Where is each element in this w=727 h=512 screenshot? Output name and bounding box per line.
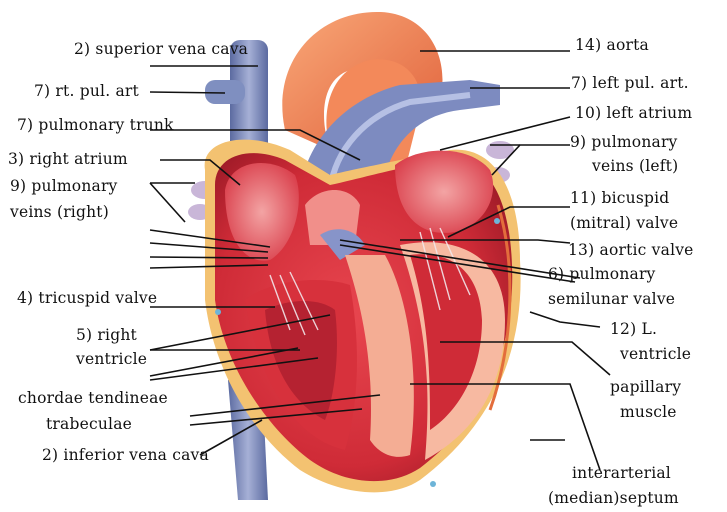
label-pulmonary-veins-right-1: 9) pulmonary [10,177,118,195]
label-left-atrium: 10) left atrium [575,104,692,122]
label-pulmonary-trunk: 7) pulmonary trunk [17,116,174,134]
label-right-atrium: 3) right atrium [8,150,128,168]
coronary-dot [494,218,500,224]
label-pulmonary-veins-right-2: veins (right) [10,203,109,221]
label-pulmonary-semilunar-1: 6) pulmonary [548,265,656,283]
label-aortic-valve: 13) aortic valve [568,241,694,259]
label-pulmonary-veins-left-1: 9) pulmonary [570,133,678,151]
label-left-pul-art: 7) left pul. art. [571,74,689,92]
right-pulmonary-artery-shape [205,80,245,104]
label-tricuspid-valve: 4) tricuspid valve [17,289,157,307]
label-l-ventricle-2: ventricle [620,345,691,363]
label-pulmonary-veins-left-2: veins (left) [592,157,678,175]
label-bicuspid-2: (mitral) valve [570,214,678,232]
label-superior-vena-cava: 2) superior vena cava [74,40,248,58]
label-papillary-2: muscle [620,403,677,421]
label-inferior-vena-cava: 2) inferior vena cava [42,446,209,464]
label-right-ventricle-2: ventricle [76,350,147,368]
label-septum-2: (median)septum [548,489,679,507]
label-right-ventricle-1: 5) right [76,326,137,344]
label-trabeculae: trabeculae [46,415,132,433]
label-aorta: 14) aorta [575,36,649,54]
label-l-ventricle-1: 12) L. [610,320,657,338]
coronary-dot-2 [215,309,221,315]
label-septum-1: interarterial [572,464,671,482]
label-rt-pul-art: 7) rt. pul. art [34,82,139,100]
label-chordae-tendineae: chordae tendineae [18,389,168,407]
label-papillary-1: papillary [610,378,681,396]
label-bicuspid-1: 11) bicuspid [570,189,669,207]
label-pulmonary-semilunar-2: semilunar valve [548,290,675,308]
coronary-dot-3 [430,481,436,487]
